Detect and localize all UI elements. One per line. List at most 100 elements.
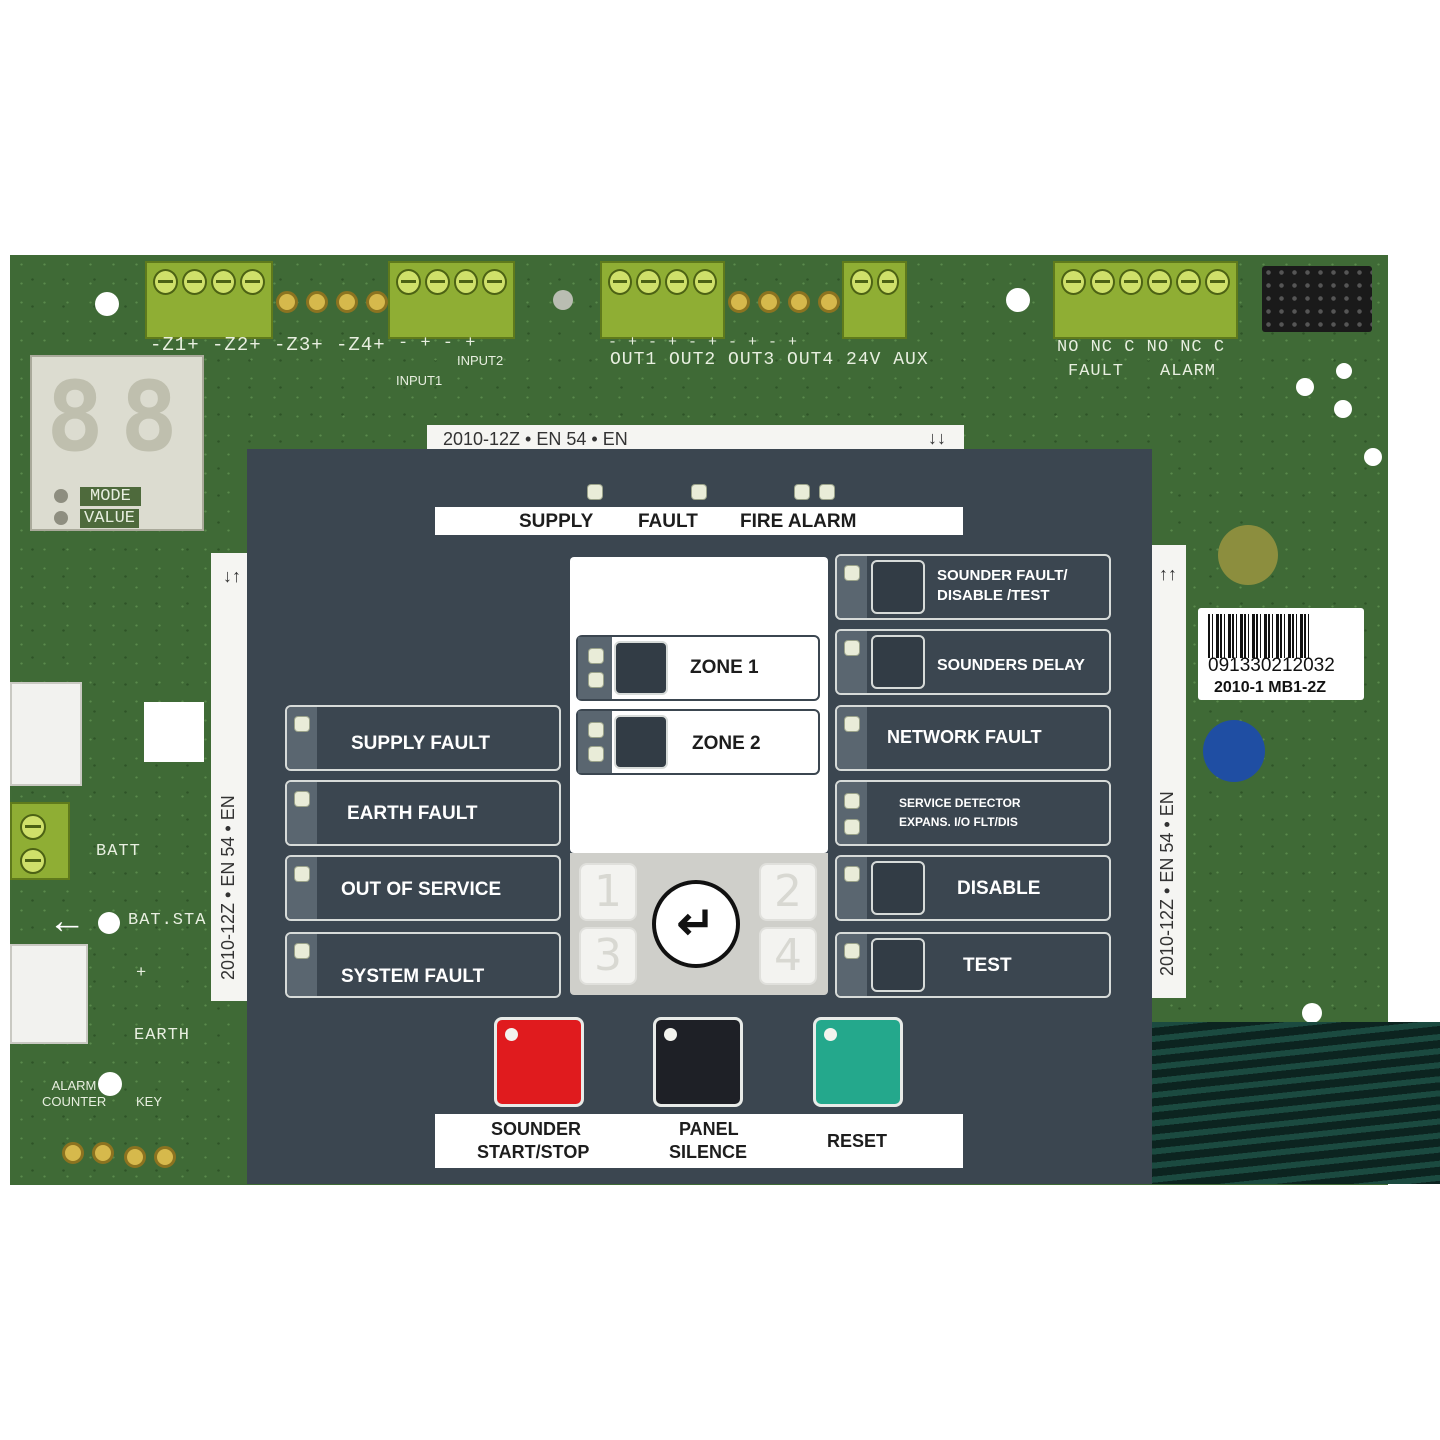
enter-button[interactable]: ↵ — [652, 880, 740, 968]
zone-1-key[interactable]: ZONE 1 — [576, 635, 820, 701]
network-fault-led — [845, 717, 859, 731]
sounders-delay-label: SOUNDERS DELAY — [937, 657, 1085, 674]
zone-1-led — [589, 673, 603, 687]
screw-terminal[interactable] — [424, 269, 450, 295]
start-stop-label: START/STOP — [477, 1142, 590, 1162]
fire-alarm-led — [795, 485, 809, 499]
sounders-delay-button[interactable] — [871, 635, 925, 689]
jumper-pin — [62, 1142, 84, 1164]
reset-button[interactable] — [813, 1017, 903, 1107]
mounting-hole — [98, 1072, 122, 1096]
alarm-relay-label: ALARM — [1160, 362, 1217, 381]
fire-alarm-status-label: FIRE ALARM — [740, 511, 857, 532]
zone-terminal-block — [145, 261, 273, 339]
sounder-fault-button[interactable] — [871, 560, 925, 614]
fault-led — [692, 485, 706, 499]
mounting-hole — [95, 292, 119, 316]
screw-terminal[interactable] — [396, 269, 421, 295]
screw-terminal[interactable] — [608, 269, 633, 295]
screw-terminal[interactable] — [876, 269, 899, 295]
supply-fault-key[interactable]: SUPPLY FAULT — [285, 705, 561, 771]
screw-terminal[interactable] — [636, 269, 661, 295]
model-number: 2010-1 MB1-2Z — [1214, 679, 1327, 696]
screw-terminal[interactable] — [453, 269, 479, 295]
sounder-disable-test-label: DISABLE /TEST — [937, 587, 1050, 604]
nav-key-1[interactable]: 1 — [579, 863, 637, 921]
screw-terminal[interactable] — [664, 269, 689, 295]
bottom-label-strip: SOUNDER START/STOP PANEL SILENCE RESET — [435, 1114, 963, 1168]
zone-1-button[interactable] — [614, 641, 668, 695]
output-jumper-pins — [728, 291, 840, 313]
panel-label: PANEL — [679, 1119, 739, 1139]
mounting-hole — [1302, 1003, 1322, 1023]
mode-button[interactable] — [54, 489, 68, 503]
disable-led — [845, 867, 859, 881]
screw-terminal[interactable] — [20, 814, 46, 840]
screw-terminal[interactable] — [482, 269, 507, 295]
screw-terminal[interactable] — [1118, 269, 1144, 295]
olive-pad — [1218, 525, 1278, 585]
led-column — [578, 711, 612, 773]
out-of-service-key[interactable]: OUT OF SERVICE — [285, 855, 561, 921]
service-detector-key[interactable]: SERVICE DETECTOR EXPANS. I/O FLT/DIS — [835, 780, 1111, 846]
input-terminal-signs: - + - + — [398, 334, 477, 353]
supply-status-label: SUPPLY — [519, 511, 594, 532]
blue-pad — [1203, 720, 1265, 782]
screw-terminal[interactable] — [1205, 269, 1230, 295]
value-button[interactable] — [54, 511, 68, 525]
screw-terminal[interactable] — [1176, 269, 1202, 295]
screw-terminal[interactable] — [1061, 269, 1086, 295]
sounder-start-stop-button[interactable] — [494, 1017, 584, 1107]
test-led — [845, 944, 859, 958]
disable-button[interactable] — [871, 861, 925, 915]
jumper-pin — [92, 1142, 114, 1164]
zone-2-key[interactable]: ZONE 2 — [576, 709, 820, 775]
network-fault-key[interactable]: NETWORK FAULT — [835, 705, 1111, 771]
zone-1-led — [589, 649, 603, 663]
relay-terminal-labels: NO NC C NO NC C — [1057, 338, 1226, 357]
system-fault-key[interactable]: SYSTEM FAULT — [285, 932, 561, 998]
output-terminal-block — [600, 261, 725, 339]
serial-number: 091330212032 — [1208, 655, 1335, 676]
supply-fault-label: SUPPLY FAULT — [351, 733, 491, 754]
mounting-hole — [1296, 378, 1314, 396]
test-key[interactable]: TEST — [835, 932, 1111, 998]
zone-2-label: ZONE 2 — [692, 733, 761, 754]
disable-label: DISABLE — [957, 878, 1041, 899]
zone-2-button[interactable] — [614, 715, 668, 769]
screw-terminal[interactable] — [182, 269, 207, 295]
system-fault-led — [295, 944, 309, 958]
service-detector-led — [845, 794, 859, 808]
jumper-pin — [124, 1146, 146, 1168]
sounder-fault-label: SOUNDER FAULT/ — [937, 567, 1068, 584]
nav-key-3[interactable]: 3 — [579, 927, 637, 985]
screw-terminal[interactable] — [1147, 269, 1173, 295]
alarm-counter-label: ALARM COUNTER — [42, 1078, 107, 1109]
white-pad — [144, 702, 204, 762]
nav-key-4[interactable]: 4 — [759, 927, 817, 985]
status-strip: SUPPLY FAULT FIRE ALARM — [435, 507, 963, 535]
value-label: VALUE — [80, 509, 140, 528]
screw-terminal[interactable] — [211, 269, 236, 295]
jumper-pin — [366, 291, 388, 313]
screw-terminal[interactable] — [692, 269, 717, 295]
jumper-pin — [306, 291, 328, 313]
mounting-hole — [1336, 363, 1352, 379]
disable-key[interactable]: DISABLE — [835, 855, 1111, 921]
output-terminal-labels: OUT1 OUT2 OUT3 OUT4 24V AUX — [610, 350, 929, 370]
sounder-fault-key[interactable]: SOUNDER FAULT/ DISABLE /TEST — [835, 554, 1111, 620]
zone-area — [570, 557, 828, 853]
nav-key-2[interactable]: 2 — [759, 863, 817, 921]
test-button[interactable] — [871, 938, 925, 992]
out-of-service-label: OUT OF SERVICE — [341, 879, 502, 900]
screw-terminal[interactable] — [153, 269, 178, 295]
screw-terminal[interactable] — [20, 848, 46, 874]
mounting-hole — [1334, 400, 1352, 418]
screw-terminal[interactable] — [240, 269, 265, 295]
panel-silence-button[interactable] — [653, 1017, 743, 1107]
sounders-delay-key[interactable]: SOUNDERS DELAY — [835, 629, 1111, 695]
screw-terminal[interactable] — [1089, 269, 1115, 295]
screw-terminal[interactable] — [850, 269, 873, 295]
earth-fault-key[interactable]: EARTH FAULT — [285, 780, 561, 846]
membrane-panel: SUPPLY FAULT FIRE ALARM SUPPLY FAULT EAR… — [247, 449, 1152, 1184]
